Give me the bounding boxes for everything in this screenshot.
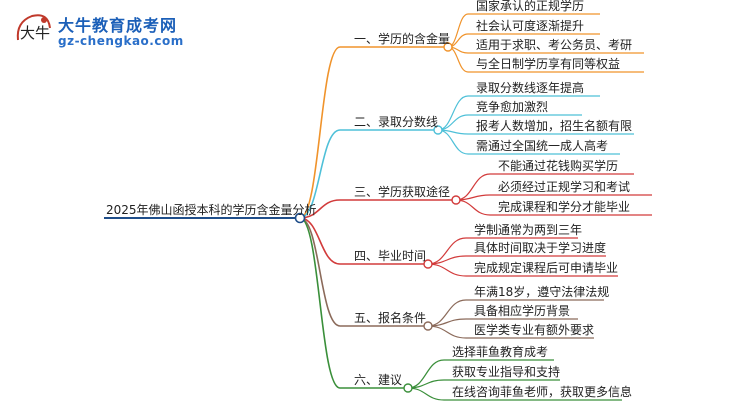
brand-url: gz-chengkao.com [58,34,184,48]
leaf-label: 年满18岁，遵守法律法规 [474,285,610,299]
leaf-connector [455,199,491,216]
branch-connector [299,129,341,219]
leaf-label: 学制通常为两到三年 [474,223,583,237]
leaf-label: 社会认可度逐渐提升 [476,19,585,33]
branch-label-1: 一、学历的含金量 [354,32,451,46]
leaf-connector [427,263,467,277]
leaf-label: 报考人数增加，招生名额有限 [476,119,633,133]
leaf-label: 不能通过花钱购买学历 [498,159,619,173]
leaf-label: 在线咨询菲鱼老师，获取更多信息 [452,385,633,399]
leaf-connector [447,46,469,73]
leaf-label: 与全日制学历享有同等权益 [476,57,621,71]
leaf-connector [437,95,469,131]
branch-connector [299,217,341,389]
leaf-connector [437,114,469,131]
leaf-label: 完成课程和学分才能毕业 [498,200,631,214]
root-node-label: 2025年佛山函授本科的学历含金量分析 [106,203,317,217]
branch-node-icon [451,195,461,205]
branch-connector [299,217,341,327]
leaf-connector [455,173,491,201]
leaf-label: 医学类专业有额外要求 [474,323,595,337]
leaf-label: 录取分数线逐年提高 [476,81,585,95]
branch-node-icon [433,125,443,135]
branch-label-3: 三、学历获取途径 [354,185,451,199]
leaf-connector [455,194,491,201]
branch-label-5: 五、报名条件 [354,311,427,325]
leaf-label: 完成规定课程后可申请毕业 [474,261,619,275]
leaf-label: 具体时间取决于学习进度 [474,241,607,255]
leaf-label: 获取专业指导和支持 [452,365,561,379]
root-node-icon [294,212,306,224]
branch-label-2: 二、录取分数线 [354,115,439,129]
leaf-label: 竞争愈加激烈 [476,100,549,114]
leaf-connector [407,387,445,401]
branch-label-6: 六、建议 [354,373,403,387]
brand-mark-icon: 大牛 [16,14,51,42]
brand-logo: 大牛 大牛教育成考网 gz-chengkao.com [6,8,236,54]
leaf-connector [427,325,467,339]
leaf-label: 必须经过正规学习和考试 [498,180,631,194]
leaf-label: 具备相应学历背景 [474,304,571,318]
leaf-label: 适用于求职、考公务员、考研 [476,38,633,52]
leaf-label: 需通过全国统一成人高考 [476,139,609,153]
leaf-connector [447,13,469,48]
leaf-label: 选择菲鱼教育成考 [452,345,549,359]
leaf-label: 国家承认的正规学历 [476,0,585,13]
branch-connector [299,46,341,219]
branch-label-4: 四、毕业时间 [354,249,427,263]
branch-node-icon [403,383,413,393]
brand-mark-text: 大牛 [20,24,50,42]
branch-node-icon [423,259,433,269]
branch-node-icon [423,321,433,331]
branch-connector [299,217,341,265]
brand-name: 大牛教育成考网 [58,16,178,35]
branch-node-icon [443,42,453,52]
